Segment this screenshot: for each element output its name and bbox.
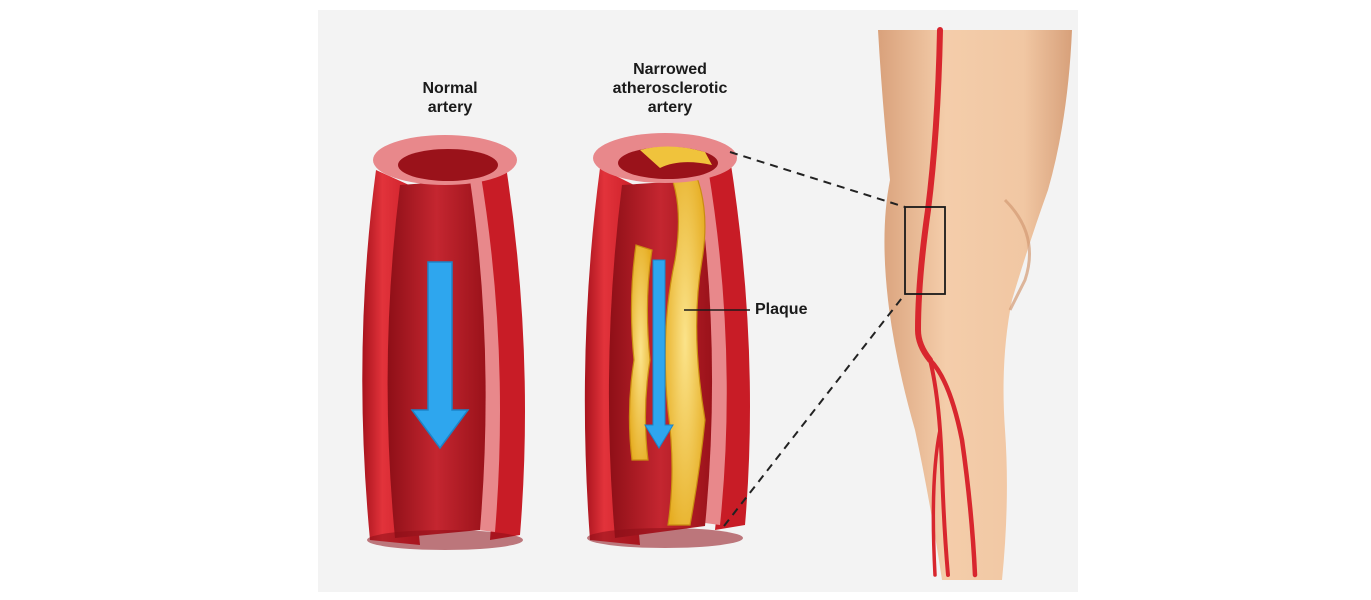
magnified-region-box xyxy=(904,206,946,295)
knee-shading xyxy=(1003,198,1031,311)
narrowed-artery xyxy=(584,133,750,548)
normal-artery-bottom xyxy=(367,530,523,550)
normal-artery xyxy=(362,135,525,550)
narrowed-artery-bottom xyxy=(587,528,743,548)
leg-shape xyxy=(878,30,1072,580)
narrowed-artery-label-line1: Narrowed xyxy=(633,61,707,78)
plaque-top-rim xyxy=(640,146,712,168)
normal-artery-label-line1: Normal xyxy=(422,80,478,97)
normal-artery-label: Normal artery xyxy=(390,79,510,117)
blood-flow-arrow-normal xyxy=(410,261,470,450)
plaque-deposit-right xyxy=(664,157,706,526)
narrowed-artery-label-line3: artery xyxy=(647,99,693,116)
narrowed-artery-label-line2: atherosclerotic xyxy=(612,80,728,97)
plaque-deposit-left xyxy=(628,244,653,461)
plaque-label: Plaque xyxy=(755,301,808,318)
normal-artery-opening xyxy=(398,149,498,181)
leg-artery-branch-1 xyxy=(927,357,978,578)
leg-artery-branch-2 xyxy=(928,358,950,577)
leg-artery-branch-3 xyxy=(931,428,942,577)
normal-artery-label-line2: artery xyxy=(427,99,473,116)
leg-main-artery xyxy=(914,27,943,363)
narrowed-artery-label: Narrowed atherosclerotic artery xyxy=(585,60,755,117)
zoom-line-top xyxy=(729,151,906,208)
blood-flow-arrow-narrowed xyxy=(644,259,674,449)
zoom-line-bottom xyxy=(723,293,906,527)
leg xyxy=(878,27,1072,580)
